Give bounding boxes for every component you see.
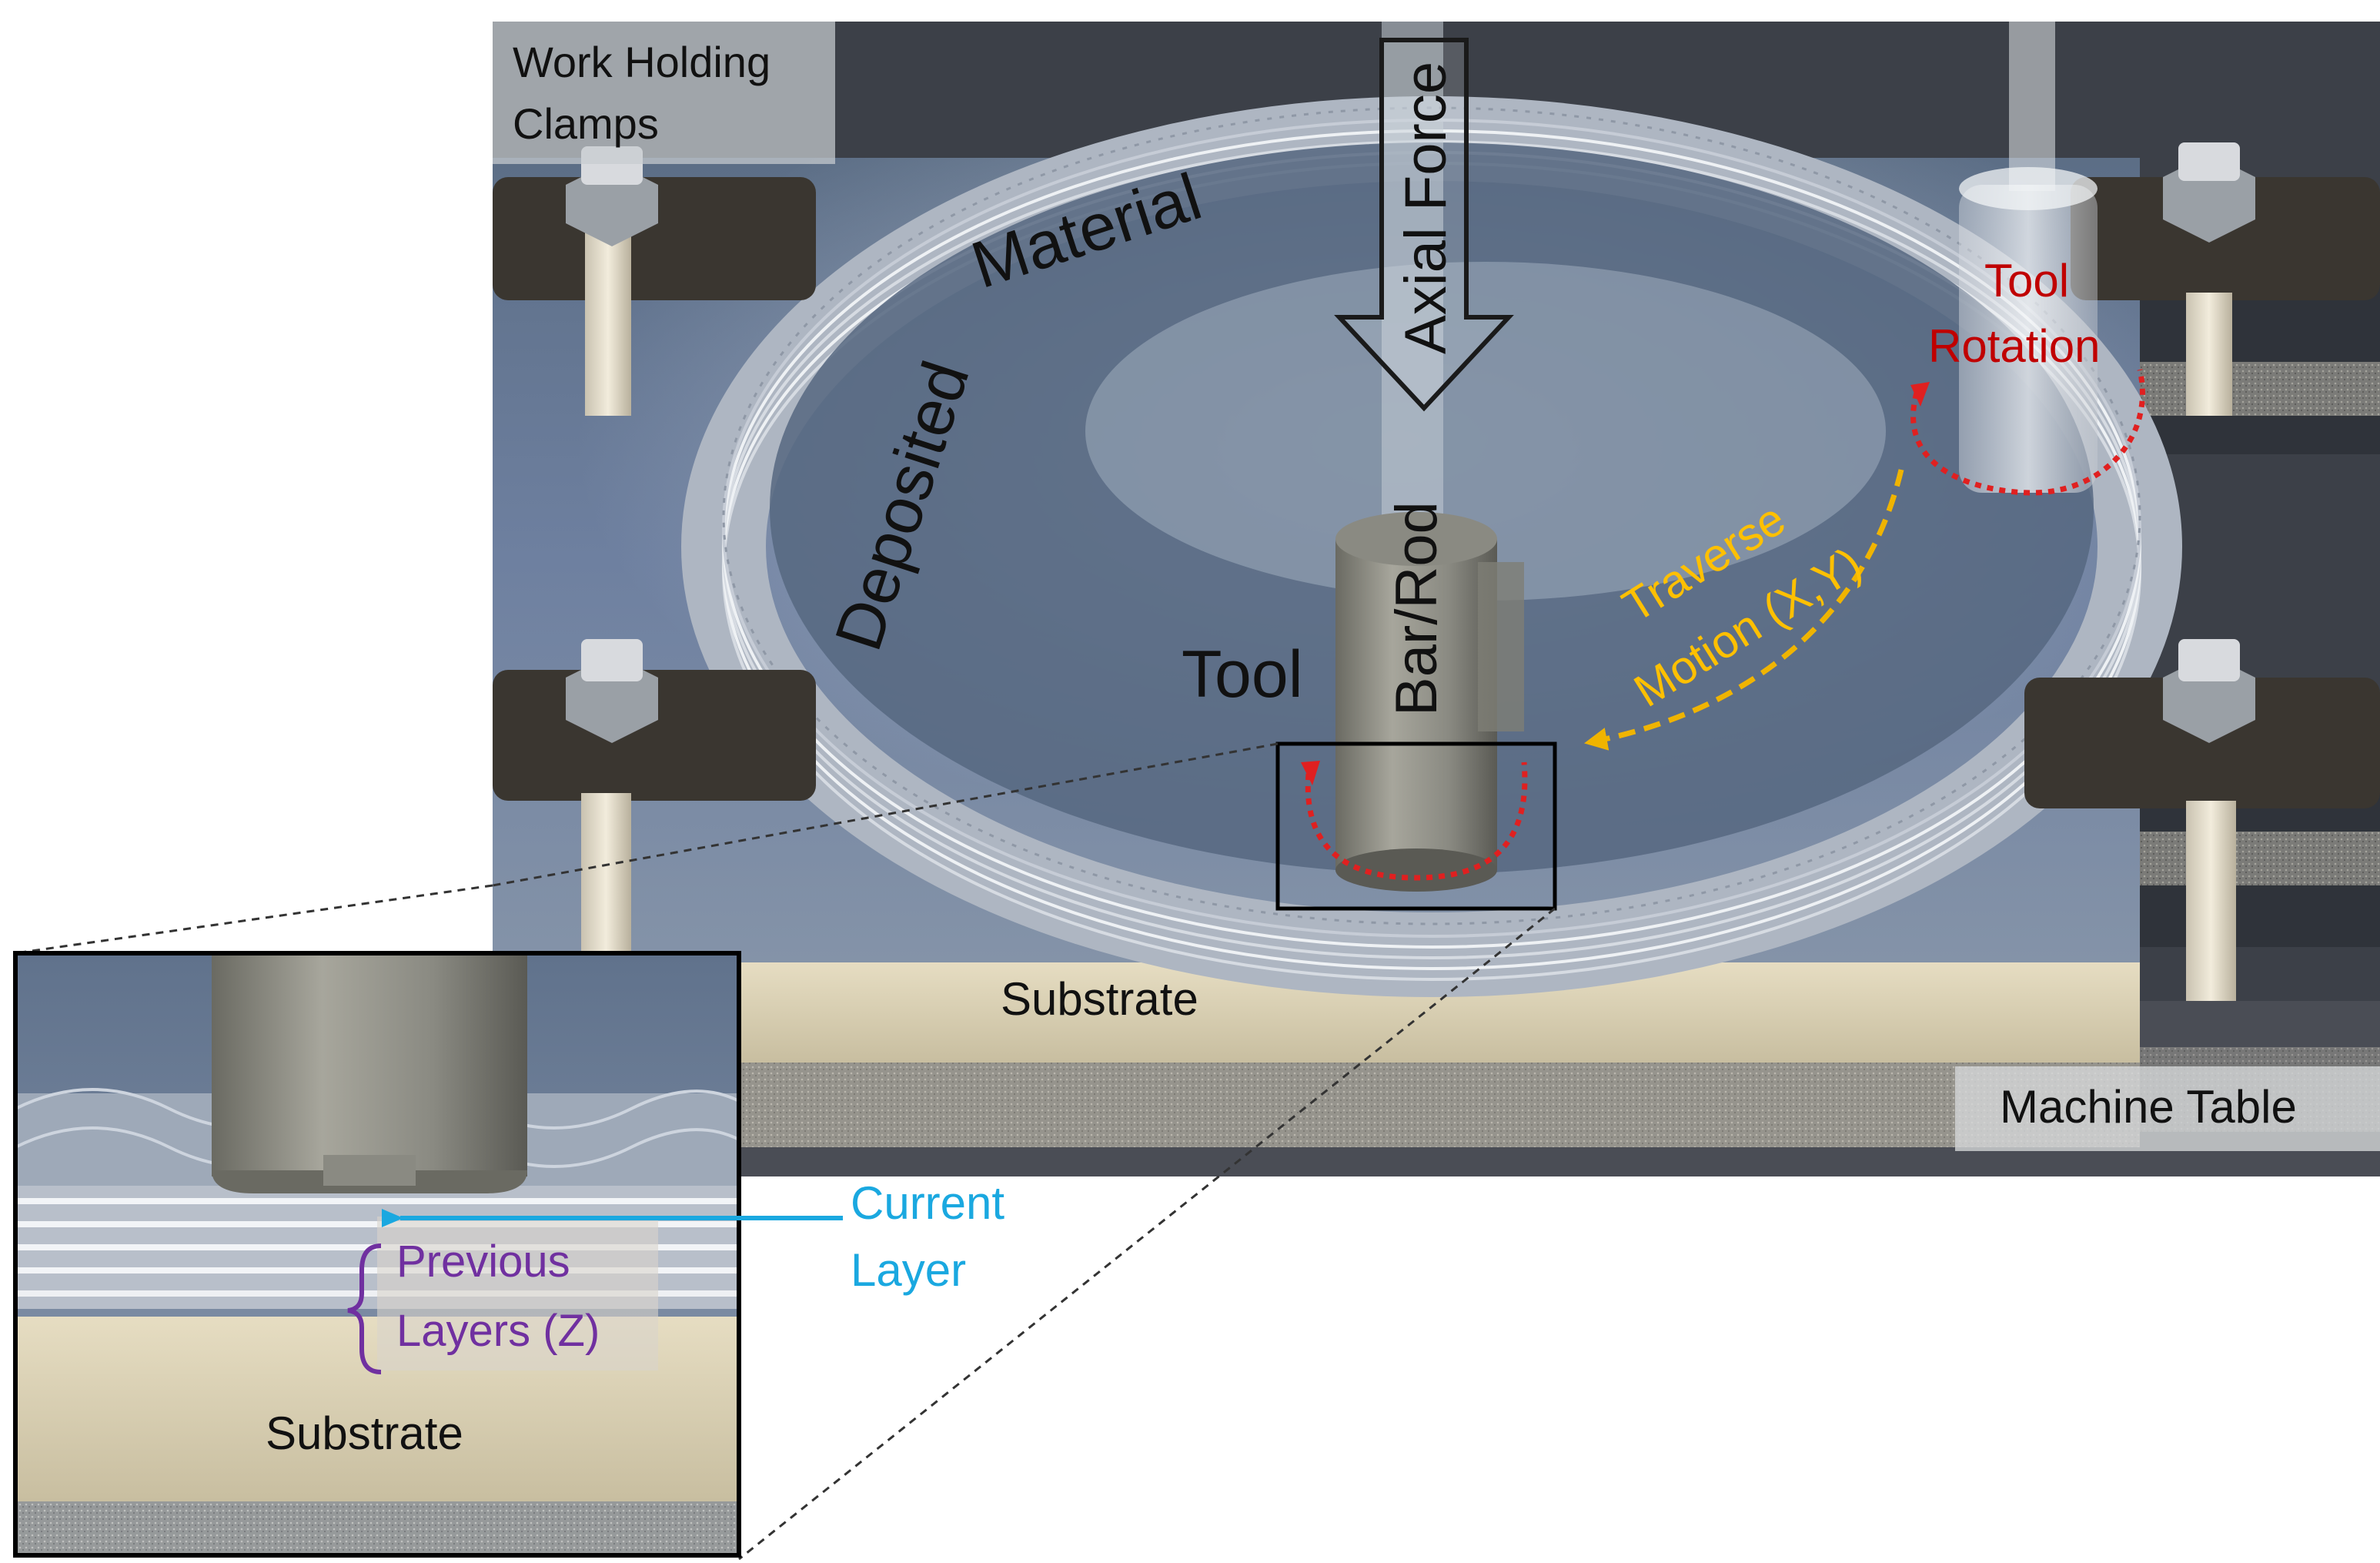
clamp-right-top <box>2071 142 2380 416</box>
machine-table-grit <box>739 1063 2140 1147</box>
traverse-motion-arrow-icon <box>1584 469 1904 751</box>
tool-label: Tool <box>1182 638 1303 711</box>
previous-layers-label-line1: Previous <box>396 1237 570 1287</box>
ghost-rotation-arrowhead-icon <box>1910 382 1930 407</box>
tool-rotation-label-line2: Rotation <box>1928 320 2100 372</box>
main-render <box>493 22 2380 1176</box>
inset-table <box>15 1501 739 1555</box>
inset-border <box>13 951 741 1558</box>
work-holding-clamps-label-line2: Clamps <box>513 99 659 148</box>
tool-rotation-arrowhead-icon <box>1301 761 1320 785</box>
clamp-left-top <box>493 146 816 416</box>
current-layer-label-line2: Layer <box>851 1244 966 1296</box>
current-layer-label-line1: Current <box>851 1177 1004 1229</box>
clamps-label-backdrop <box>493 22 835 164</box>
tool-cylinder <box>1335 512 1524 892</box>
machine-table-label-backdrop <box>1955 1066 2380 1151</box>
work-holding-clamps-label-line1: Work Holding <box>513 38 770 86</box>
machine-table-label: Machine Table <box>2000 1081 2297 1133</box>
substrate-label: Substrate <box>1001 973 1198 1025</box>
bar-rod-label: Bar/Rod <box>1384 501 1449 716</box>
previous-layers-label-line2: Layers (Z) <box>396 1306 600 1356</box>
inset-tool-pin <box>323 1155 416 1186</box>
clamp-right-bottom <box>2024 639 2380 1001</box>
previous-layers-backdrop <box>377 1217 658 1371</box>
tool-rotation-arrow-icon <box>1305 761 1528 881</box>
zoom-region-box <box>1275 741 1557 911</box>
previous-layers-brace-icon <box>347 1243 382 1374</box>
zoom-projection-line <box>15 884 493 955</box>
tool-rotation-label-line1: Tool <box>1984 255 2069 306</box>
ghost-tool <box>1959 22 2098 493</box>
zoom-projection-line <box>738 907 1556 1561</box>
clamp-left-bottom <box>493 639 816 1001</box>
axial-force-arrow-icon <box>1334 38 1514 412</box>
inset-zoom <box>13 951 741 1558</box>
inset-tool <box>212 953 527 1176</box>
inset-substrate-label: Substrate <box>266 1407 463 1459</box>
ghost-tool-rotation-arrow-icon <box>1910 369 2145 496</box>
axial-force-label: Axial Force <box>1393 62 1459 354</box>
